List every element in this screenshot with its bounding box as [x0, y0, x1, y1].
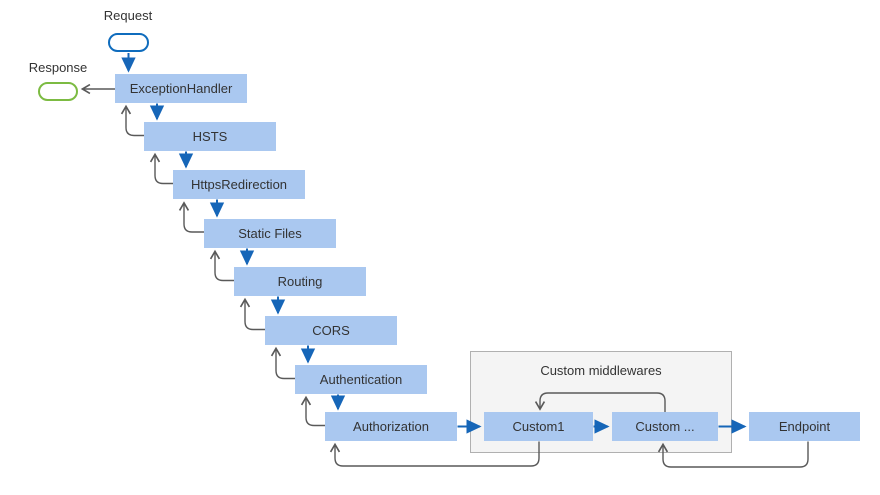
node-hsts: HSTS [144, 122, 276, 151]
node-cors: CORS [265, 316, 397, 345]
return-cors-to-routing [239, 297, 265, 331]
return-hsts-to-exceptionhandler [120, 104, 144, 137]
return-authorization-to-authentication [300, 395, 325, 427]
node-endpoint: Endpoint [749, 412, 860, 441]
custom-middlewares-group-label: Custom middlewares [540, 363, 662, 378]
node-exception-handler: ExceptionHandler [115, 74, 247, 103]
node-authorization: Authorization [325, 412, 457, 441]
node-routing: Routing [234, 267, 366, 296]
node-https-redirection: HttpsRedirection [173, 170, 305, 199]
return-staticfiles-to-httpsredirection [178, 201, 204, 233]
node-authentication: Authentication [295, 365, 427, 394]
response-label: Response [28, 60, 88, 75]
node-custom1: Custom1 [484, 412, 593, 441]
return-authentication-to-cors [270, 346, 295, 380]
request-terminal [108, 33, 149, 52]
request-label: Request [103, 8, 153, 23]
return-httpsredirection-to-hsts [149, 152, 173, 185]
response-terminal [38, 82, 78, 101]
return-routing-to-staticfiles [209, 249, 234, 282]
node-static-files: Static Files [204, 219, 336, 248]
node-custom-more: Custom ... [612, 412, 718, 441]
